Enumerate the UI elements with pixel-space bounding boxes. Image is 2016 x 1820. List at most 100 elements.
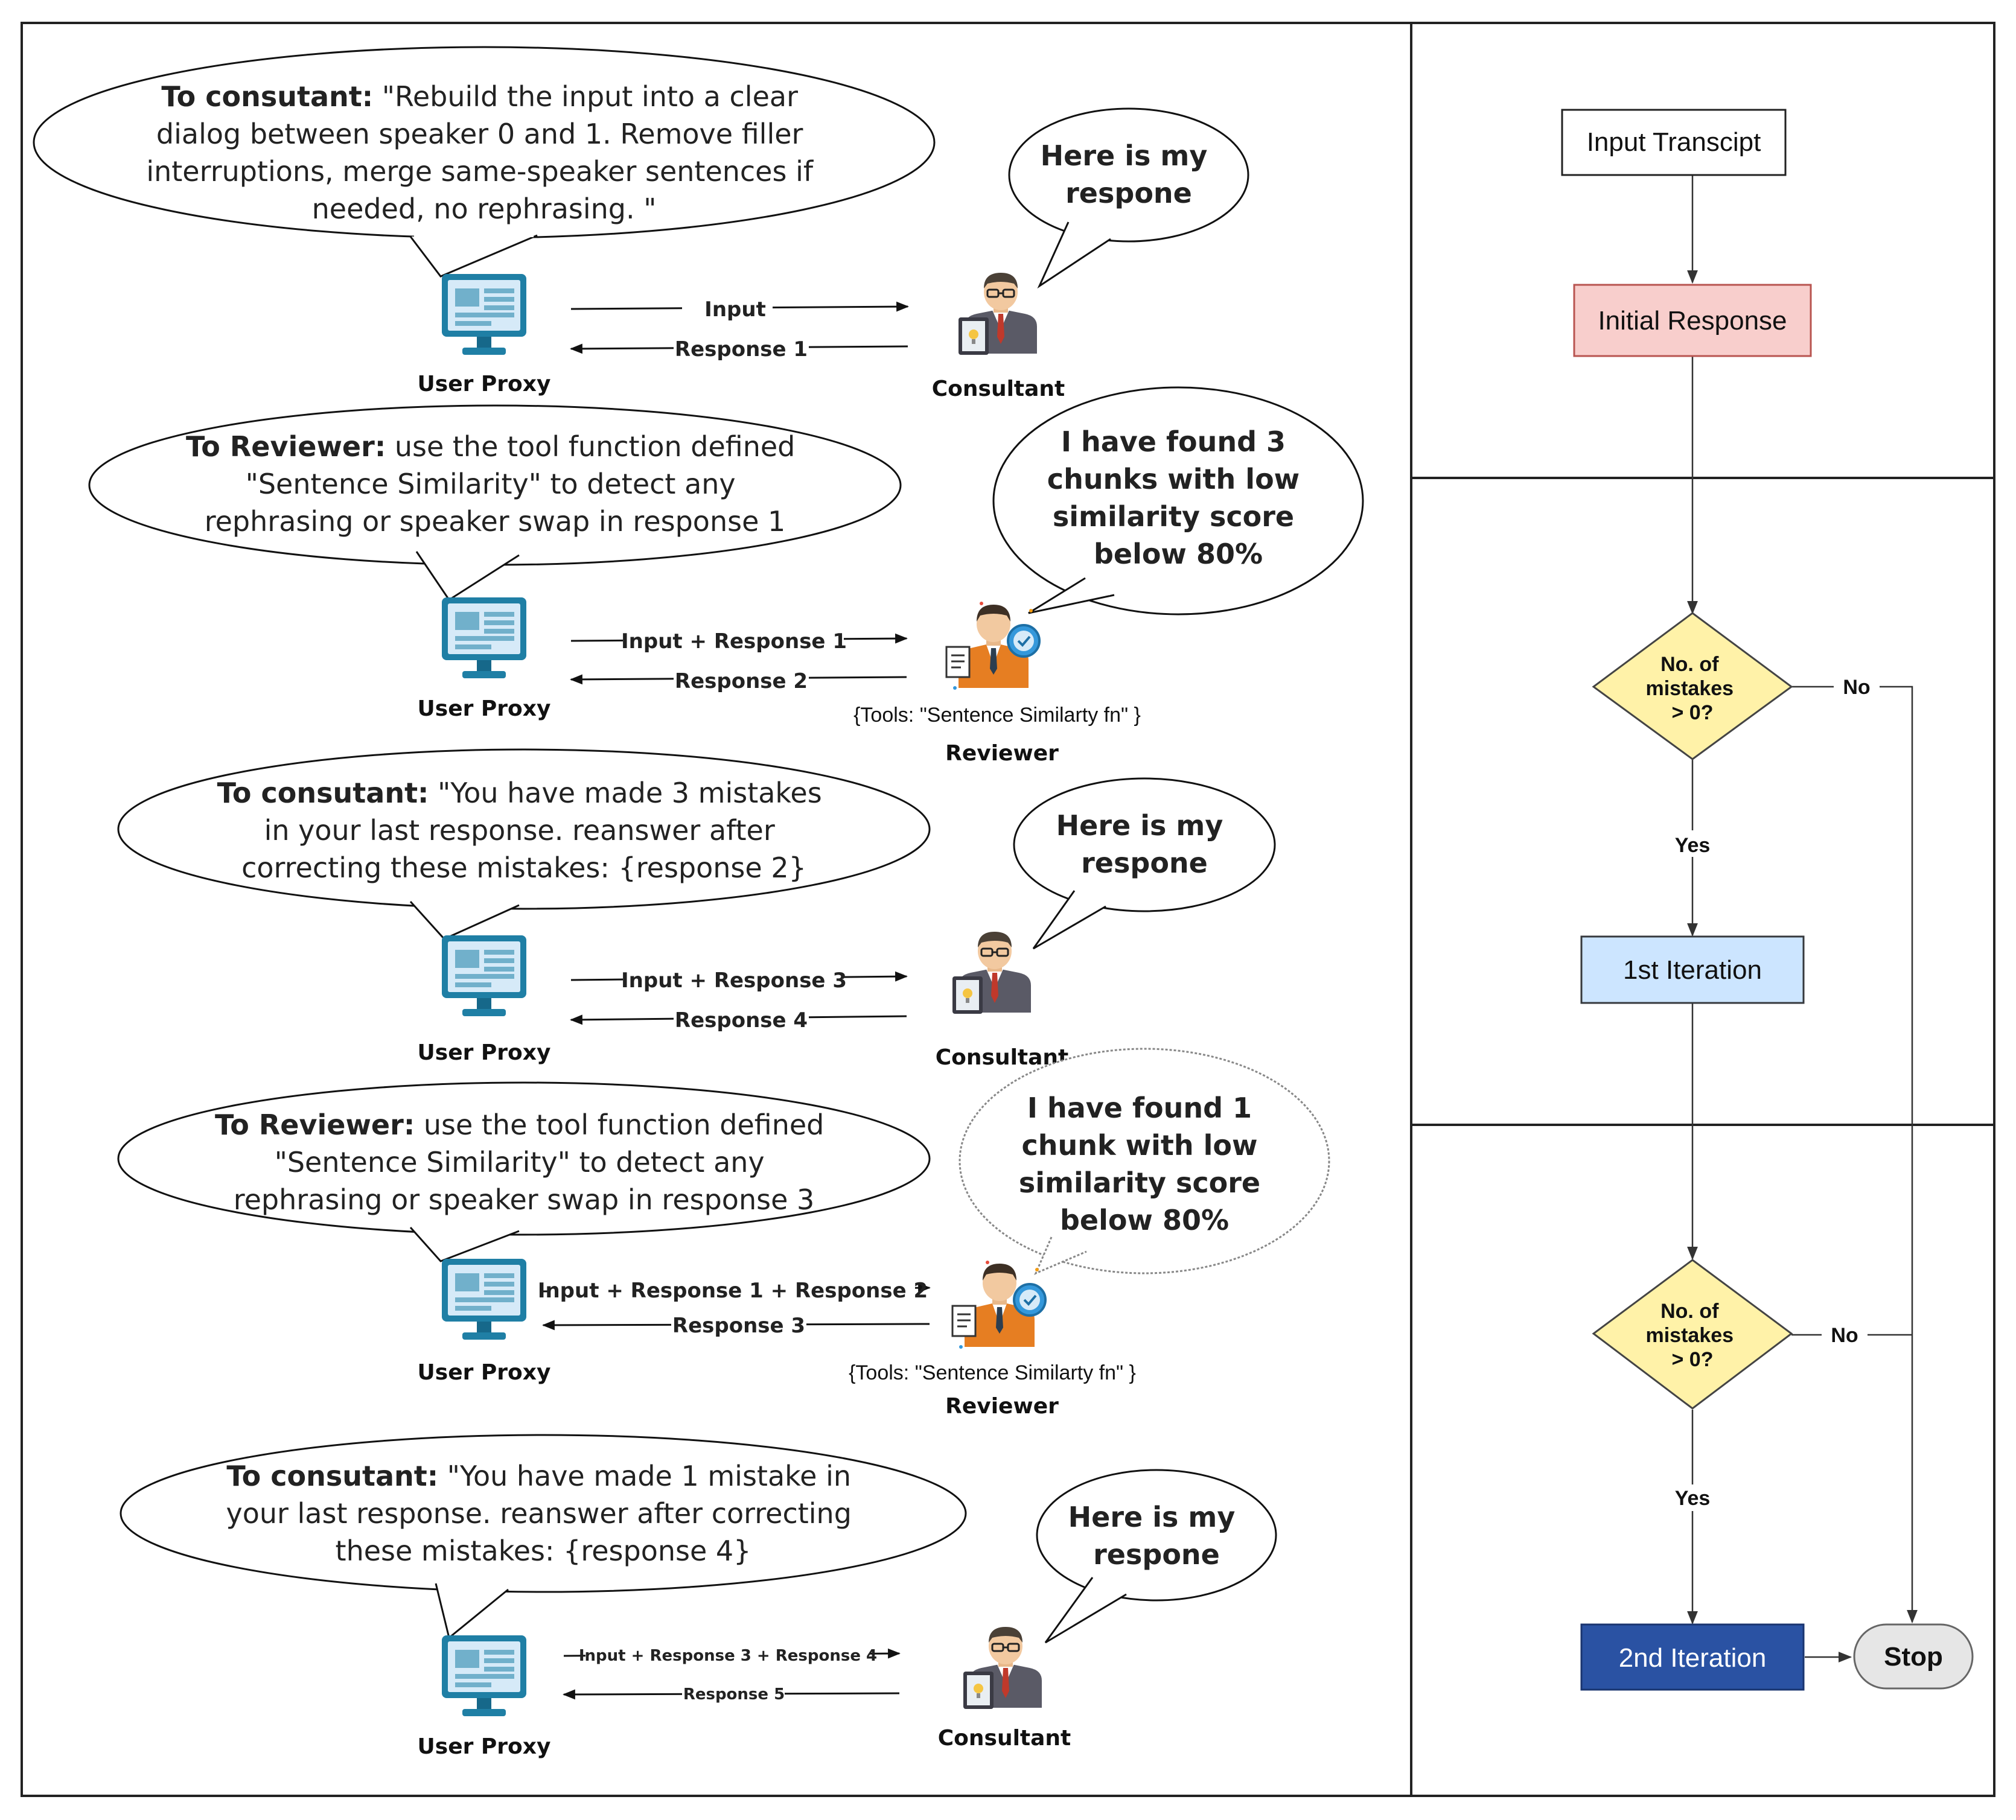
reply-bubble: I have found 3 chunks with low similarit…: [992, 386, 1364, 616]
flowchart: Input Transcipt Initial Response No. of …: [1561, 109, 1974, 1691]
user-proxy-label: User Proxy: [418, 372, 551, 396]
user-proxy-monitor-icon: [442, 935, 526, 1016]
prompt-recipient: To Reviewer:: [186, 430, 386, 463]
consultant-person-icon: [951, 931, 1032, 1015]
svg-text:To consutant: "Rebuild the inp: To consutant: "Rebuild the input into a …: [146, 80, 821, 225]
tools-note: {Tools: "Sentence Similarty fn" }: [849, 1361, 1136, 1384]
svg-text:I have found 3 chunks: I have found 3 chunks with low similarit…: [1047, 425, 1309, 570]
reply-line: below 80%: [1060, 1204, 1229, 1236]
prompt-line: "Rebuild the input into a clear: [382, 80, 798, 113]
prompt-bubble: To Reviewer: use the tool function defin…: [117, 1081, 931, 1262]
svg-text:No. of mistakes >: No. of mistakes > 0?: [1646, 1300, 1740, 1371]
yes-label: Yes: [1675, 834, 1711, 857]
reply-line: respone: [1065, 177, 1192, 209]
svg-text:To consutant: "You have made 3: To consutant: "You have made 3 mistakes …: [217, 777, 831, 884]
user-proxy-monitor-icon: [442, 1635, 526, 1716]
user-proxy-label: User Proxy: [418, 1734, 551, 1759]
second-iteration-node: [1580, 1623, 1805, 1691]
prompt-line: these mistakes: {response 4}: [336, 1535, 751, 1567]
arrow-back-label: Response 2: [675, 669, 808, 693]
decision-node-1: [1592, 612, 1793, 760]
step-1: To consutant: "Rebuild the input into a …: [33, 46, 1249, 401]
prompt-line: needed, no rephrasing. ": [312, 192, 657, 225]
initial-response-node: [1573, 284, 1812, 357]
stop-node: [1853, 1623, 1974, 1690]
reviewer-label: Reviewer: [945, 741, 1059, 766]
reviewer-person-icon: [951, 1259, 1047, 1350]
prompt-line: correcting these mistakes: {response 2}: [241, 851, 806, 884]
arrow-out-label: Input: [704, 298, 766, 322]
reply-bubble: Here is my respone: [1013, 777, 1276, 950]
prompt-bubble: To consutant: "Rebuild the input into a …: [33, 46, 936, 278]
prompt-line: rephrasing or speaker swap in response 1: [205, 505, 786, 538]
prompt-recipient: To consutant:: [226, 1460, 438, 1492]
consultant-person-icon: [962, 1626, 1043, 1710]
no-connector: [1791, 686, 1918, 1624]
decision-line: No. of: [1660, 653, 1719, 676]
decision-line: mistakes: [1646, 1324, 1734, 1347]
reply-line: I have found 1: [1027, 1092, 1252, 1124]
reply-bubble: I have found 1 chunk with low similarity…: [959, 1048, 1330, 1275]
prompt-line: interruptions, merge same-speaker senten…: [146, 155, 814, 188]
reviewer-label: Reviewer: [945, 1394, 1059, 1419]
decision-line: mistakes: [1646, 677, 1734, 700]
svg-text:I have found 1 chunk w: I have found 1 chunk with low similarity…: [1019, 1092, 1270, 1236]
svg-text:Here is my respone: Here is my respone: [1068, 1501, 1245, 1571]
arrow-back-label: Response 5: [683, 1685, 785, 1704]
prompt-recipient: To Reviewer:: [215, 1109, 415, 1141]
reply-line: respone: [1081, 847, 1208, 879]
reply-bubble: Here is my respone: [1008, 107, 1249, 289]
reply-line: I have found 3: [1061, 425, 1286, 458]
no-label: No: [1831, 1324, 1858, 1347]
arrow-back-label: Response 1: [675, 337, 808, 361]
svg-text:To Reviewer: use the tool func: To Reviewer: use the tool function defin…: [215, 1109, 833, 1216]
decision-line: No. of: [1660, 1300, 1719, 1323]
tools-note: {Tools: "Sentence Similarty fn" }: [853, 704, 1141, 727]
arrow-out-label: Input + Response 3: [621, 969, 847, 993]
prompt-line: "You have made 1 mistake in: [447, 1460, 851, 1492]
step-2: To Reviewer: use the tool function defin…: [88, 386, 1364, 766]
prompt-line: use the tool function defined: [395, 430, 796, 463]
consultant-label: Consultant: [932, 377, 1065, 401]
svg-text:No. of mistakes >: No. of mistakes > 0?: [1646, 653, 1740, 724]
yes-label: Yes: [1675, 1487, 1711, 1510]
arrow-back-label: Response 3: [672, 1314, 805, 1338]
reviewer-person-icon: [945, 600, 1041, 691]
prompt-line: in your last response. reanswer after: [264, 814, 775, 847]
decision-line: > 0?: [1672, 1348, 1714, 1371]
initial-response-label: Initial Response: [1598, 306, 1787, 336]
input-transcript-node: [1561, 109, 1787, 176]
reply-line: below 80%: [1094, 538, 1263, 570]
svg-text:To Reviewer: use the tool func: To Reviewer: use the tool function defin…: [186, 430, 804, 538]
reply-line: Here is my: [1056, 809, 1223, 842]
input-transcript-label: Input Transcipt: [1587, 127, 1761, 157]
user-proxy-monitor-icon: [442, 1259, 526, 1340]
second-iteration-label: 2nd Iteration: [1619, 1643, 1767, 1673]
arrow-out-label: Input + Response 1: [621, 629, 847, 654]
decision-line: > 0?: [1672, 701, 1714, 724]
svg-text:Here is my respone: Here is my respone: [1056, 809, 1233, 879]
right-panel-frame: [1410, 22, 1995, 1797]
first-iteration-node: [1580, 935, 1805, 1004]
svg-text:To consutant: "You have made 1: To consutant: "You have made 1 mistake i…: [226, 1460, 860, 1567]
prompt-line: "Sentence Similarity" to detect any: [275, 1146, 765, 1179]
no-label: No: [1843, 676, 1870, 699]
reply-line: Here is my: [1041, 139, 1208, 172]
user-proxy-label: User Proxy: [418, 696, 551, 721]
consultant-person-icon: [957, 272, 1038, 356]
reply-line: similarity score: [1019, 1166, 1260, 1199]
prompt-line: your last response. reanswer after corre…: [226, 1497, 851, 1530]
reply-line: similarity score: [1053, 500, 1294, 533]
reply-line: Here is my: [1068, 1501, 1236, 1533]
prompt-recipient: To consutant:: [217, 777, 429, 809]
reply-line: chunks with low: [1047, 463, 1300, 495]
reply-line: chunk with low: [1021, 1129, 1257, 1162]
user-proxy-label: User Proxy: [418, 1360, 551, 1385]
prompt-bubble: To consutant: "You have made 1 mistake i…: [120, 1434, 967, 1640]
first-iteration-label: 1st Iteration: [1623, 955, 1762, 985]
arrow-out-label: Input + Response 3 + Response 4: [579, 1647, 877, 1665]
arrow-out-label: Input + Response 1 + Response 2: [538, 1279, 928, 1303]
user-proxy-monitor-icon: [442, 274, 526, 355]
prompt-line: "Sentence Similarity" to detect any: [246, 468, 736, 500]
